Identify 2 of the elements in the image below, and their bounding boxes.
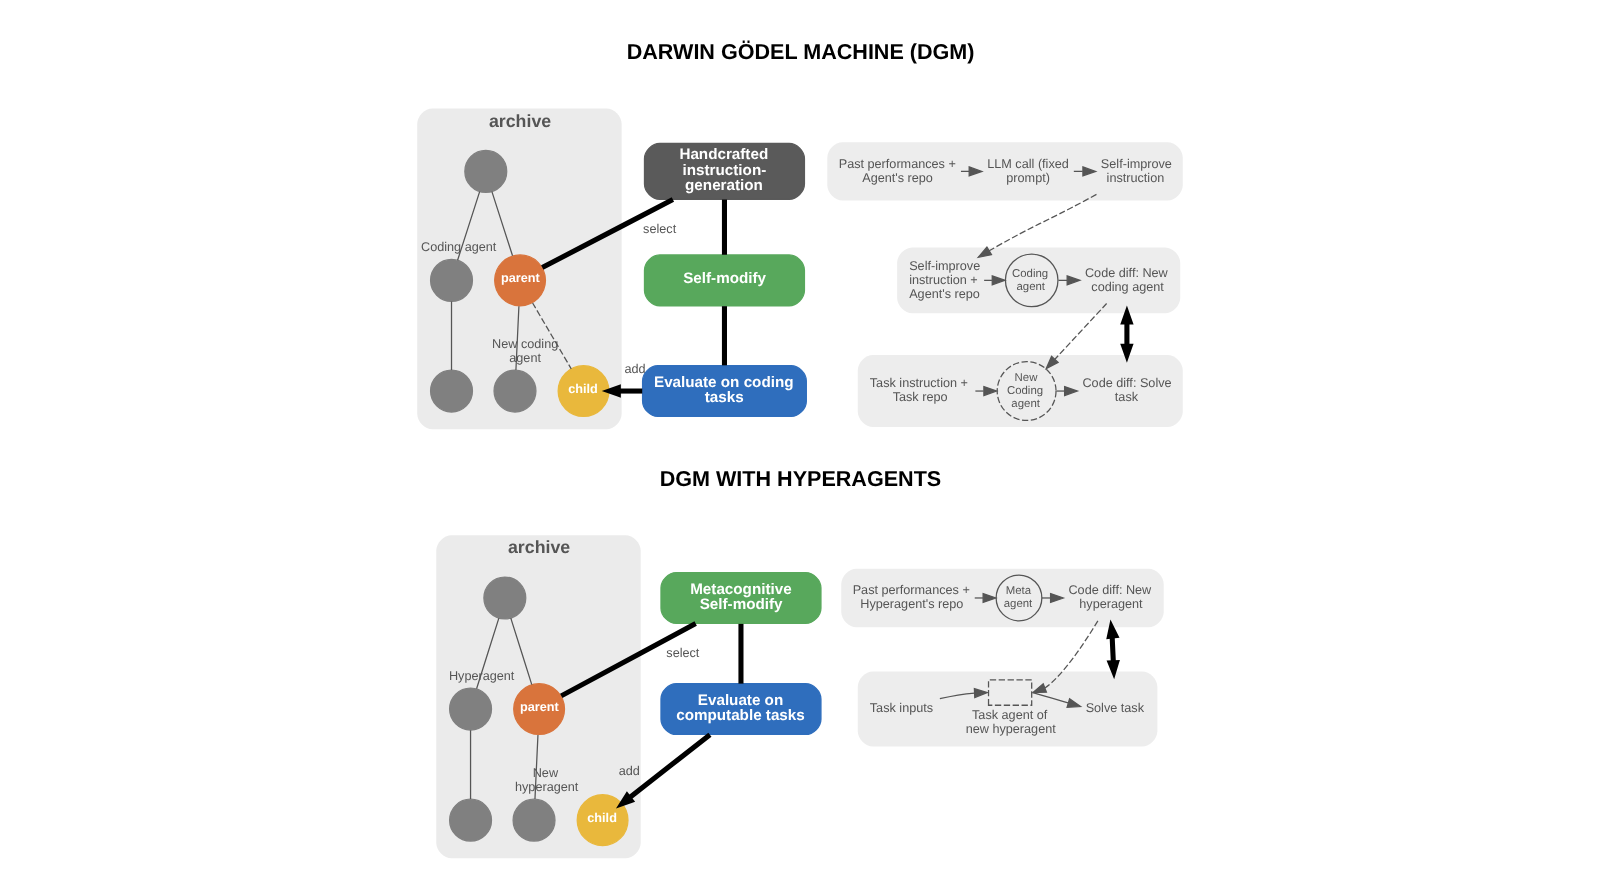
label: DGM WITH HYPERAGENTS <box>659 468 942 493</box>
label: DARWIN GÖDEL MACHINE (DGM) <box>626 40 975 65</box>
